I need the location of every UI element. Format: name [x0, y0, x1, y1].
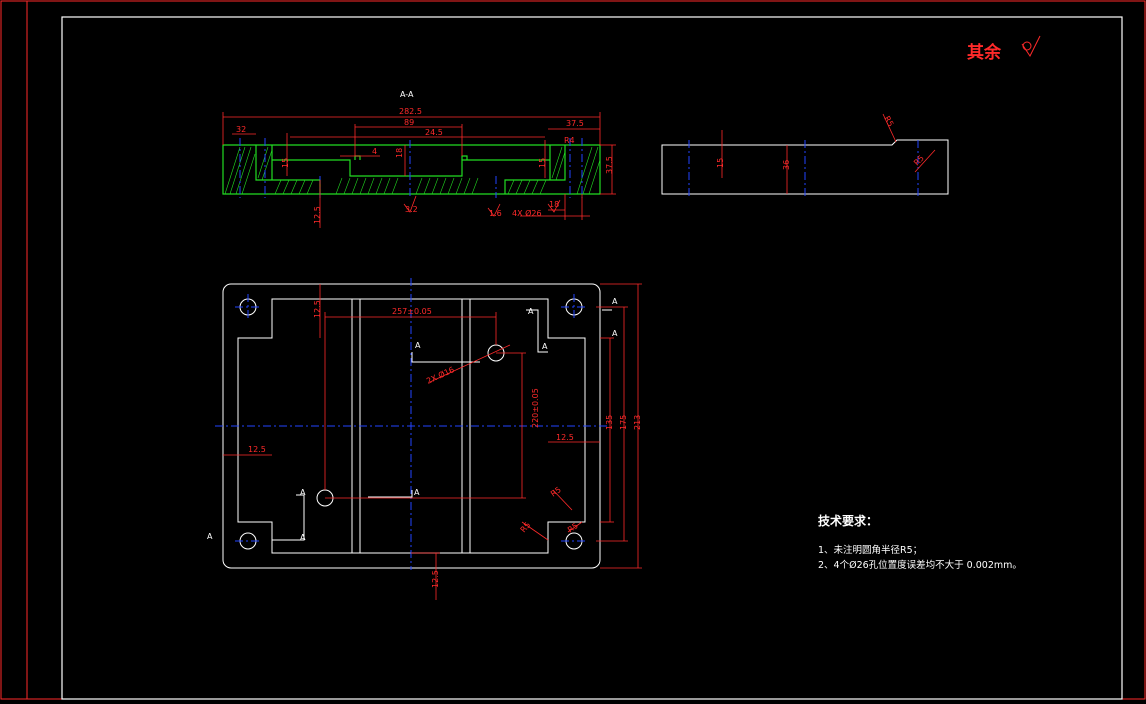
section-mark-a: A [612, 297, 618, 306]
section-dimensions [222, 112, 616, 228]
plan-bottom: 12.5 [431, 570, 440, 588]
plan-h3: 213 [633, 415, 642, 430]
plan-top-width: 257±0.05 [392, 307, 432, 316]
plan-r1: R5 [549, 485, 563, 498]
plan-r3: R5 [566, 521, 580, 534]
plan-r2: R5 [519, 520, 533, 534]
plan-h1: 135 [605, 415, 614, 430]
small-radius: R4 [564, 136, 575, 145]
section-view [222, 138, 601, 198]
dim-bottom: 12.5 [313, 206, 322, 224]
section-mark-a: A [612, 329, 618, 338]
dim-right-end: 37.5 [566, 119, 584, 128]
roughness-mark-1: 3.2 [405, 205, 418, 214]
dim-left-small: 32 [236, 125, 246, 134]
dim-center: 18 [395, 148, 404, 158]
dim-depth1: 15 [281, 158, 290, 168]
dim-depth2: 15 [538, 158, 547, 168]
plan-v-center: 220±0.05 [531, 388, 540, 428]
tech-requirement-item: 1、未注明圆角半径R5； [818, 544, 922, 556]
side-view [661, 113, 949, 198]
roughness-icon [1021, 35, 1041, 57]
plan-dimensions [223, 283, 642, 600]
dim-inner: 89 [404, 118, 414, 127]
section-mark-a: A [300, 533, 306, 542]
plan-offset: 12.5 [313, 300, 322, 318]
surface-finish-label: 其余 [967, 42, 1002, 63]
hole-note: 4X Ø26 [512, 208, 542, 218]
roughness-mark-2: 1.6 [489, 209, 502, 218]
plan-right: 12.5 [556, 433, 574, 442]
section-mark-a: A [528, 307, 534, 316]
section-title: A-A [400, 90, 414, 99]
section-mark-a: A [542, 342, 548, 351]
section-mark-a: A [207, 532, 213, 541]
dim-mid: 24.5 [425, 128, 443, 137]
hole-dim: 18 [549, 200, 559, 209]
frame-border [61, 16, 1123, 700]
side-dim-1: 15 [716, 158, 725, 168]
plan-view [215, 278, 612, 570]
dim-height: 37.5 [605, 156, 614, 174]
plan-h2: 175 [619, 415, 628, 430]
section-mark-a: A [415, 341, 421, 350]
side-dim-2: 36 [782, 160, 791, 170]
tech-requirement-item: 2、4个Ø26孔位置度误差均不大于 0.002mm。 [818, 559, 1022, 571]
section-mark-a: A [300, 488, 306, 497]
tech-requirements-title: 技术要求： [818, 513, 878, 528]
dim-overall-width: 282.5 [399, 107, 422, 116]
dim-step: 4 [372, 147, 377, 156]
plan-left: 12.5 [248, 445, 266, 454]
plan-holes-note: 2X Ø16 [425, 364, 456, 386]
section-mark-a: A [414, 488, 420, 497]
side-chamfer: R5 [912, 154, 926, 168]
